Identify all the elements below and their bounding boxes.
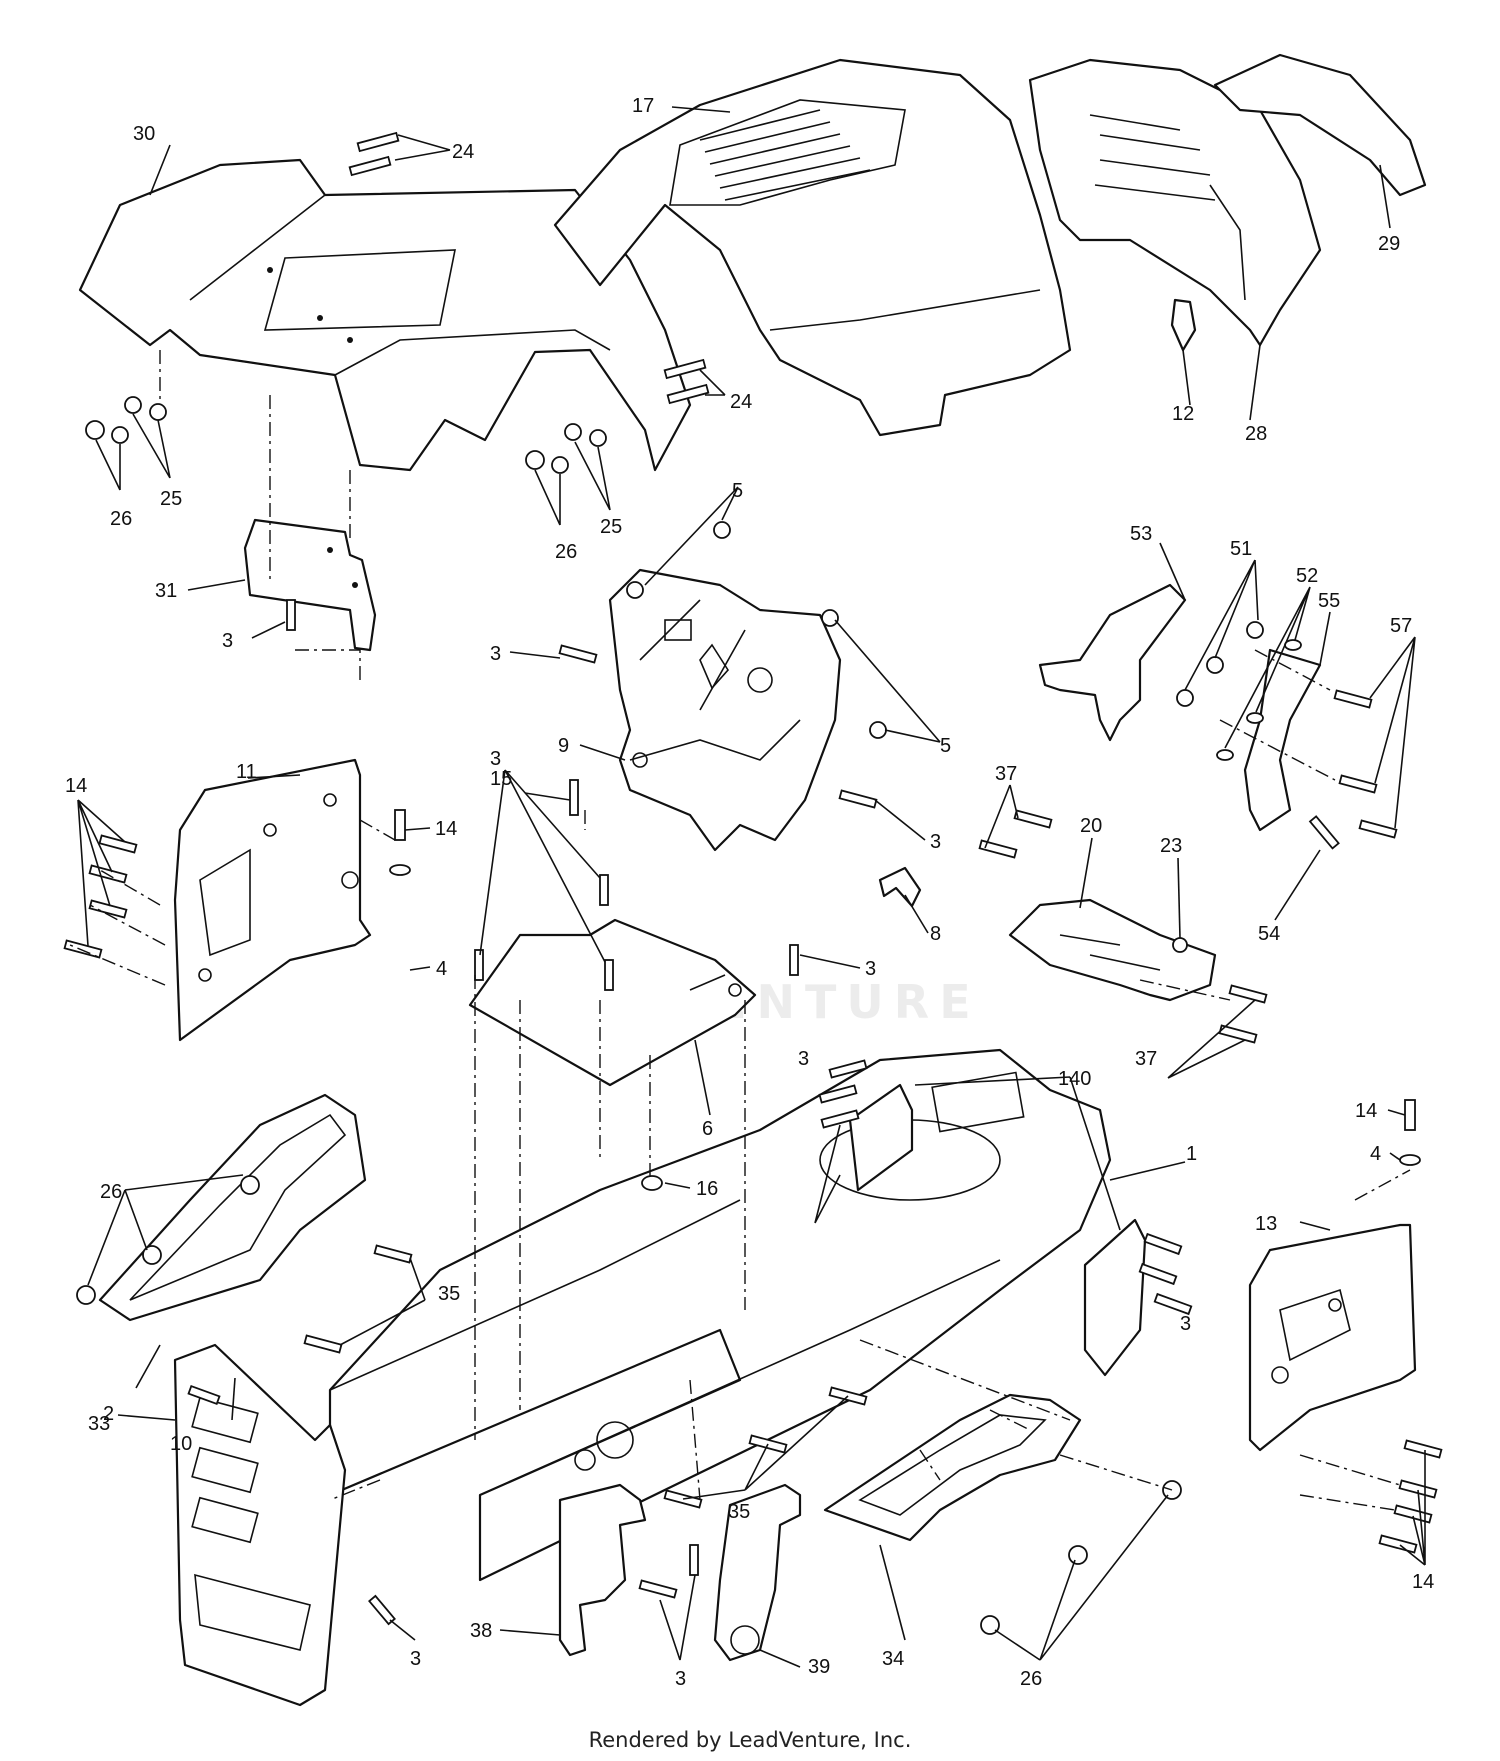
part-2-front-bracket <box>173 1343 347 1707</box>
part-20-plate <box>1008 898 1217 1002</box>
footer-credit: Rendered by LeadVenture, Inc. <box>588 1728 912 1752</box>
part-55-bracket <box>1243 648 1322 832</box>
callout-labels: 30 24 17 29 12 28 24 26 25 26 25 5 31 3 … <box>65 95 1434 1690</box>
callout-55: 55 <box>1318 590 1340 612</box>
callout-6: 6 <box>702 1118 713 1140</box>
part-8-clip <box>878 866 922 908</box>
callout-12: 12 <box>1172 403 1194 425</box>
callout-54: 54 <box>1258 923 1280 945</box>
part-12-clip <box>1170 298 1197 352</box>
callout-8: 8 <box>930 923 941 945</box>
callout-3-i: 3 <box>675 1668 686 1690</box>
callout-26-right: 26 <box>555 541 577 563</box>
part-38-bracket <box>558 1483 647 1657</box>
callout-3-h: 3 <box>410 1648 421 1670</box>
callout-29: 29 <box>1378 233 1400 255</box>
part-rear-fender <box>78 158 692 472</box>
part-53-bracket <box>1038 583 1187 742</box>
callout-11: 11 <box>236 761 257 783</box>
callout-35-bottom: 35 <box>728 1501 750 1523</box>
callout-53: 53 <box>1130 523 1152 545</box>
callout-25-right: 25 <box>600 516 622 538</box>
callout-38: 38 <box>470 1620 492 1642</box>
callout-14-mid: 14 <box>435 818 457 840</box>
callout-2: 2 <box>103 1403 114 1425</box>
callout-28: 28 <box>1245 423 1267 445</box>
callout-26-footrest-right: 26 <box>1020 1668 1042 1690</box>
callout-25-left: 25 <box>160 488 182 510</box>
part-1-frame <box>328 1048 1112 1582</box>
part-dash-panel <box>608 568 842 852</box>
part-140-front-plate <box>848 1083 914 1192</box>
callout-30: 30 <box>133 123 155 145</box>
callout-14-right-bottom: 14 <box>1412 1571 1434 1593</box>
callout-14-left: 14 <box>65 775 87 797</box>
callout-5-top: 5 <box>732 480 743 502</box>
part-grille <box>1028 58 1322 347</box>
callout-57: 57 <box>1390 615 1412 637</box>
callout-140: 140 <box>1058 1068 1091 1090</box>
part-11-left-panel <box>173 758 372 1042</box>
callout-24-right: 24 <box>730 391 752 413</box>
part-34-footrest <box>823 1393 1082 1542</box>
callout-5-right: 5 <box>940 735 951 757</box>
callout-14-right-top: 14 <box>1355 1100 1377 1122</box>
callout-16: 16 <box>696 1178 718 1200</box>
callout-17: 17 <box>632 95 654 117</box>
callout-37-top: 37 <box>995 763 1017 785</box>
part-hood <box>553 58 1072 437</box>
part-31-bracket <box>243 518 377 652</box>
callout-34: 34 <box>882 1648 904 1670</box>
part-headlight <box>1213 53 1427 197</box>
callout-37-bottom: 37 <box>1135 1048 1157 1070</box>
callout-35-left: 35 <box>438 1283 460 1305</box>
callout-15: 15 <box>490 768 512 790</box>
callout-26-footrest-left: 26 <box>100 1181 122 1203</box>
part-13-right-panel <box>1248 1223 1417 1452</box>
callout-3-c: 3 <box>930 831 941 853</box>
callout-31: 31 <box>155 580 177 602</box>
leader-lines <box>77 106 1426 1668</box>
callout-24-top: 24 <box>452 141 474 163</box>
assembly-lines <box>69 350 1411 1511</box>
callout-39: 39 <box>808 1656 830 1678</box>
part-39-bracket <box>713 1483 802 1662</box>
callout-13: 13 <box>1255 1213 1277 1235</box>
callout-3-e: 3 <box>865 958 876 980</box>
callout-3-g: 3 <box>1180 1313 1191 1335</box>
callout-3-a: 3 <box>222 630 233 652</box>
callout-26-left: 26 <box>110 508 132 530</box>
callout-20: 20 <box>1080 815 1102 837</box>
callout-3-d: 3 <box>490 748 501 770</box>
part-140-rear-plate <box>1083 1218 1147 1377</box>
part-6-plate <box>468 918 757 1087</box>
callout-10: 10 <box>170 1433 192 1455</box>
part-33-footrest <box>98 1093 367 1322</box>
callout-3-b: 3 <box>490 643 501 665</box>
callout-3-f: 3 <box>798 1048 809 1070</box>
callout-9: 9 <box>558 735 569 757</box>
callout-4-right: 4 <box>1370 1143 1381 1165</box>
callout-51: 51 <box>1230 538 1252 560</box>
callout-23: 23 <box>1160 835 1182 857</box>
callout-52: 52 <box>1296 565 1318 587</box>
callout-4-left: 4 <box>436 958 447 980</box>
callout-33: 33 <box>88 1413 110 1435</box>
callout-1: 1 <box>1186 1143 1197 1165</box>
